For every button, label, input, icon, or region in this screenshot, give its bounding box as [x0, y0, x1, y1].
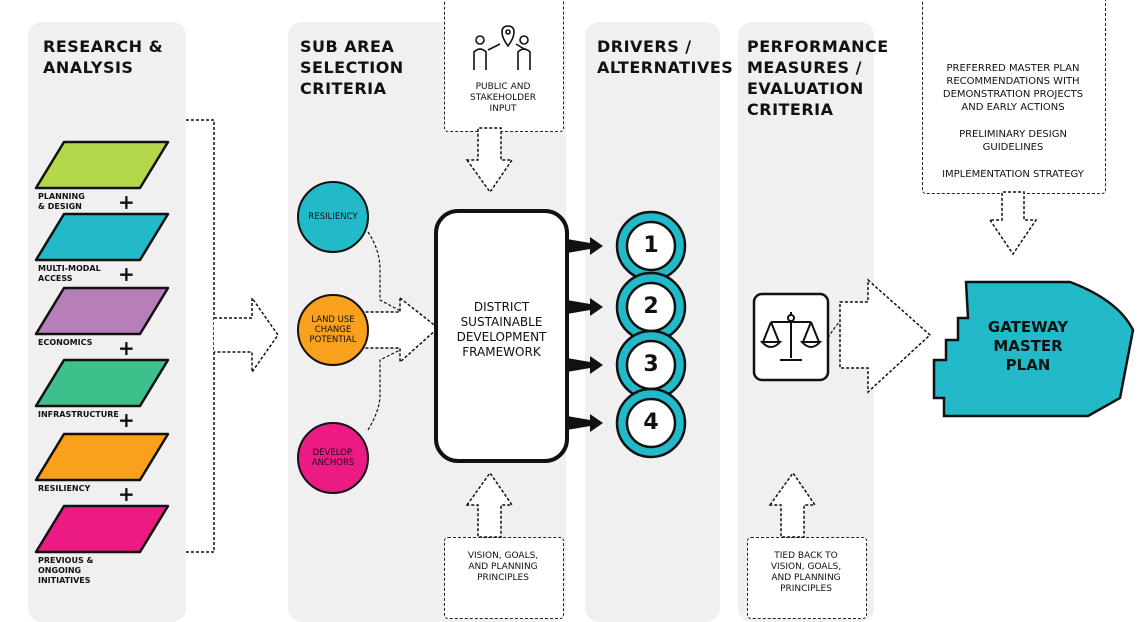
criteria-circle: DEVELOP.ANCHORS	[297, 422, 369, 494]
framework-box	[434, 209, 569, 463]
alternative-arrow	[567, 298, 603, 316]
connector-resiliency	[367, 231, 411, 317]
alternative-number: 1	[643, 233, 659, 258]
heading-drivers: DRIVERS /ALTERNATIVES	[597, 37, 734, 77]
alternative-arrows	[567, 237, 603, 432]
heading-research: RESEARCH &ANALYSIS	[43, 37, 164, 77]
deliverables-arrow	[988, 191, 1038, 256]
alternative-arrow	[567, 356, 603, 374]
criteria-circle: RESILIENCY	[297, 181, 369, 253]
balance-scale-icon	[759, 312, 823, 361]
alternative-number: 3	[643, 352, 659, 377]
research-item-label: INFRASTRUCTURE	[38, 410, 119, 419]
evaluation-arrow	[839, 278, 932, 394]
research-parallelogram	[34, 212, 170, 262]
gateway-shape	[932, 280, 1135, 418]
alternative-number: 4	[643, 410, 659, 435]
plus-sign: +	[118, 336, 135, 360]
connector-anchors	[367, 344, 411, 431]
research-bracket	[186, 119, 215, 553]
alternative-arrow	[567, 237, 603, 255]
alternative-circle-inner	[625, 397, 677, 449]
alternative-arrow	[567, 414, 603, 432]
deliverables-box	[922, 0, 1106, 194]
vision-box	[444, 537, 564, 619]
research-parallelogram	[34, 358, 170, 408]
public-input-box	[444, 0, 564, 132]
tied-back-arrow	[768, 471, 817, 538]
alternative-circle-inner	[625, 220, 677, 272]
research-item-label: RESILIENCY	[38, 484, 91, 493]
alternative-number: 2	[643, 294, 659, 319]
research-item-label: PLANNING& DESIGN	[38, 192, 85, 211]
plus-sign: +	[118, 190, 135, 214]
research-item-label: ECONOMICS	[38, 338, 93, 347]
vision-arrow	[465, 471, 514, 538]
criteria-arrow	[359, 296, 440, 364]
people-location-icon	[473, 25, 531, 70]
research-parallelogram	[34, 286, 170, 336]
plus-sign: +	[118, 408, 135, 432]
plus-sign: +	[118, 262, 135, 286]
research-parallelogram	[34, 504, 170, 554]
public-input-arrow	[465, 127, 514, 194]
plus-sign: +	[118, 482, 135, 506]
research-parallelogram	[34, 140, 170, 190]
research-parallelogram	[34, 432, 170, 482]
research-arrow	[214, 295, 279, 375]
deliverables-text-3: IMPLEMENTATION STRATEGY	[942, 169, 1084, 180]
tied-back-box	[747, 537, 867, 619]
